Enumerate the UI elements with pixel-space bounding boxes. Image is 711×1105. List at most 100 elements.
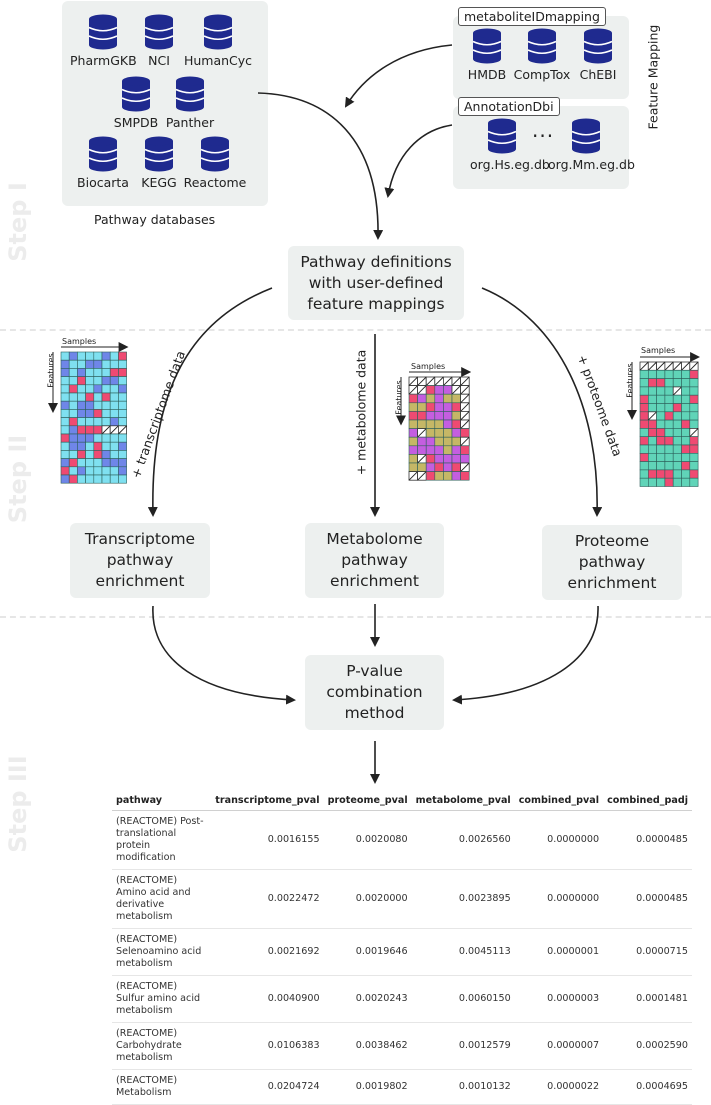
heatmap-cell (681, 369, 691, 379)
results-table: pathway transcriptome_pval proteome_pval… (112, 791, 692, 1105)
heatmap-cell (681, 469, 691, 479)
heatmap-cell (451, 436, 461, 447)
proteome-pval-cell: 0.0020243 (323, 975, 412, 1023)
proteome-pval-cell: 0.0020080 (323, 810, 412, 870)
heatmap-cell (656, 444, 666, 454)
heatmap-cell (408, 445, 418, 455)
heatmap-cell (408, 428, 418, 438)
combined-pval-cell: 0.0000001 (514, 928, 604, 976)
table-row: (REACTOME) Carbohydrate metabolism 0.010… (112, 1022, 692, 1070)
heatmap-cell (417, 402, 427, 412)
col-header-pathway: pathway (112, 791, 212, 811)
heatmap-cell (85, 425, 95, 435)
db-label: Panther (165, 115, 215, 130)
heatmap-cell (118, 409, 127, 418)
database-icon (464, 28, 510, 64)
database-icon (70, 14, 136, 50)
heatmap-cell (434, 385, 444, 395)
missing-cell (460, 462, 470, 473)
db-smpdb: SMPDB (108, 76, 164, 130)
heatmap-cell (68, 425, 78, 435)
heatmap-cell (417, 419, 427, 429)
heatmap-cell (689, 419, 699, 429)
heatmap-cell (60, 466, 70, 476)
missing-slash (451, 376, 461, 386)
heatmap-cell (109, 441, 119, 451)
missing-slash (664, 361, 674, 371)
missing-cell (434, 376, 444, 387)
heatmap-cell (664, 436, 674, 446)
heatmap-cell (77, 351, 86, 361)
missing-slash (460, 402, 470, 412)
heatmap-cell (443, 419, 453, 429)
heatmap-cell (77, 368, 86, 377)
heatmap-cell (672, 369, 682, 379)
heatmap-cell (417, 445, 427, 455)
heatmap-cell (93, 392, 103, 402)
heatmap-cell (101, 351, 111, 361)
heatmap-cell (60, 409, 70, 418)
heatmap-cell (77, 417, 86, 427)
missing-cell (417, 385, 427, 395)
transcriptome-enrichment-box: Transcriptome pathway enrichment (70, 523, 210, 598)
heatmap-cell (689, 403, 699, 413)
heatmap-cell (681, 394, 691, 404)
heatmap-cell (118, 392, 127, 402)
heatmap-cell (60, 376, 70, 386)
missing-slash (118, 425, 127, 435)
heatmap-cell (417, 393, 427, 404)
heatmap-cell (656, 436, 666, 446)
missing-slash (460, 419, 470, 429)
combined-padj-cell: 0.0000485 (603, 869, 692, 929)
missing-cell (647, 361, 657, 371)
heatmap-cell (93, 376, 103, 386)
heatmap-cell (101, 400, 111, 410)
heatmap-cell (109, 359, 119, 369)
heatmap-cell (109, 433, 119, 443)
missing-slash (460, 411, 470, 421)
missing-slash (408, 376, 418, 386)
db-label: PharmGKB (70, 53, 137, 68)
db-label: NCI (148, 53, 170, 68)
heatmap-cell (425, 445, 436, 455)
heatmap-cell (60, 425, 70, 435)
missing-cell (417, 376, 427, 387)
pathway-cell: (REACTOME) Amino acid and derivative met… (112, 869, 212, 929)
heatmap-cell (118, 458, 127, 468)
missing-slash (408, 471, 418, 481)
missing-cell (417, 471, 427, 481)
heatmap-cell (101, 458, 111, 468)
heatmap-cell (681, 386, 691, 396)
metabolome-pval-cell: 0.0045113 (411, 928, 515, 976)
proteome-data-label: + proteome data (574, 352, 626, 459)
step-divider-2 (0, 616, 711, 618)
heatmap-cell (77, 425, 86, 435)
heatmap-cell (93, 359, 103, 369)
heatmap-cell (93, 441, 103, 451)
heatmap-cell (109, 368, 119, 377)
heatmap-cell (434, 411, 444, 421)
heatmap-cell (118, 474, 127, 484)
heatmap-cell (77, 466, 86, 476)
heatmap-cell (425, 471, 436, 481)
heatmap-cell (93, 417, 103, 427)
missing-cell (672, 386, 682, 396)
heatmap-cell (681, 403, 691, 413)
step-2-label: Step II (4, 434, 32, 524)
step-3-label: Step III (4, 755, 32, 853)
heatmap-cell (101, 368, 111, 377)
missing-cell (408, 471, 419, 481)
heatmap-cell (85, 359, 95, 369)
heatmap-cell (425, 402, 436, 412)
heatmap-cell (68, 368, 78, 377)
heatmap-cell (434, 462, 444, 472)
heatmap-cell (451, 428, 461, 438)
annotation-title: AnnotationDbi (458, 97, 560, 116)
combined-padj-cell: 0.0002590 (603, 1022, 692, 1070)
heatmap-cell (425, 393, 436, 404)
missing-cell (442, 376, 453, 387)
heatmap-cell (101, 466, 111, 476)
transcriptome-samples-label: Samples (62, 337, 97, 346)
table-row: (REACTOME) Post-translational protein mo… (112, 810, 692, 870)
heatmap-cell (68, 409, 78, 418)
